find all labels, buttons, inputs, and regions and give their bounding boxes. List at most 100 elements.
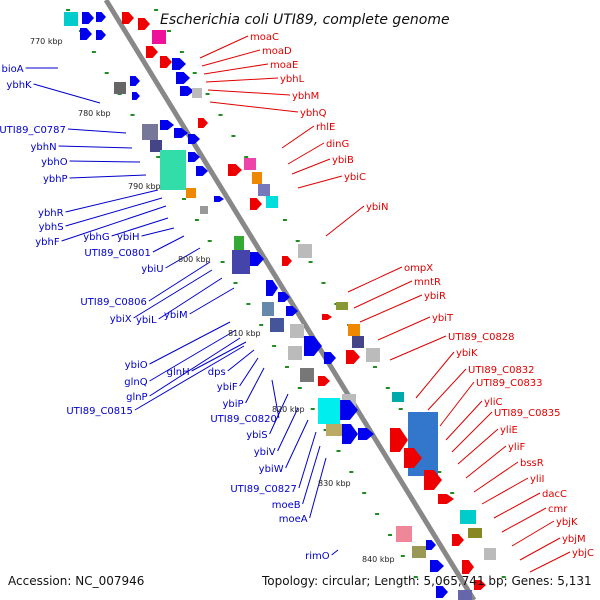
left-gene-label[interactable]: dps (208, 367, 226, 378)
left-gene-label[interactable]: ybhP (43, 174, 68, 185)
right-gene-label[interactable]: ybiC (344, 172, 366, 183)
right-gene-label[interactable]: ybiR (424, 291, 446, 302)
track-dot (336, 450, 341, 452)
gene-block (318, 398, 340, 424)
left-gene-label[interactable]: ybiO (125, 360, 148, 371)
left-gene-label[interactable]: ybhF (35, 237, 60, 248)
right-gene-label[interactable]: ybhM (292, 91, 319, 102)
gene-labels: bioA ybhK UTI89_C0787 ybhN ybhO ybhP ybhR ybhS y… (0, 32, 594, 562)
track-dot (192, 72, 197, 74)
leader-line (529, 551, 571, 573)
gene-arrow (426, 540, 436, 550)
kbp-tick-label: 800 kbp (178, 255, 211, 264)
gene-arrow (322, 314, 332, 320)
right-gene-label[interactable]: mntR (414, 277, 441, 288)
left-gene-label[interactable]: ybiU (141, 264, 163, 275)
left-gene-label[interactable]: ybhO (41, 157, 68, 168)
right-gene-label[interactable]: bssR (520, 458, 544, 469)
right-gene-label[interactable]: ybiK (456, 348, 478, 359)
left-gene-label[interactable]: moeA (279, 514, 308, 525)
track-dot (156, 156, 161, 158)
kbp-tick-label: 840 kbp (362, 555, 395, 564)
right-gene-label[interactable]: UTI89_C0832 (468, 365, 535, 376)
left-gene-label[interactable]: glnQ (124, 377, 147, 388)
gene-arrow (228, 164, 242, 176)
left-gene-label[interactable]: ybiF (217, 382, 238, 393)
gene-arrow (424, 470, 442, 490)
right-gene-label[interactable]: moaD (262, 46, 292, 57)
leader-line (191, 341, 247, 372)
genome-backbone (103, 0, 477, 600)
leader-line (439, 381, 475, 427)
leader-line (473, 461, 519, 493)
gene-arrow (176, 72, 190, 84)
gene-arrow (286, 306, 298, 316)
left-gene-label[interactable]: ybhS (39, 222, 64, 233)
leader-line (65, 189, 159, 213)
left-gene-label[interactable]: ybiW (259, 464, 284, 475)
track-dot (321, 282, 326, 284)
right-gene-label[interactable]: moaC (250, 32, 279, 43)
label-leader-lines (25, 35, 571, 573)
right-gene-label[interactable]: rhlE (316, 122, 335, 133)
left-gene-label[interactable]: ybhG (83, 232, 109, 243)
right-gene-label[interactable]: moaE (270, 60, 298, 71)
right-gene-label[interactable]: cmr (548, 504, 568, 515)
right-gene-label[interactable]: ybjC (572, 548, 594, 559)
track-dot (413, 576, 418, 578)
leader-line (33, 83, 101, 104)
left-gene-label[interactable]: ybiL (136, 315, 157, 326)
gene-block (298, 244, 312, 258)
right-gene-label[interactable]: ompX (404, 263, 433, 274)
gene-arrow (318, 376, 330, 386)
left-gene-label[interactable]: ybiH (117, 232, 140, 243)
left-gene-label[interactable]: ybiV (254, 447, 276, 458)
left-gene-label[interactable]: ybiP (223, 399, 244, 410)
right-gene-label[interactable]: UTI89_C0835 (494, 408, 561, 419)
left-gene-label[interactable]: ybhN (31, 142, 57, 153)
right-gene-label[interactable]: ybhL (280, 74, 305, 85)
left-gene-label[interactable]: ybhR (38, 208, 64, 219)
left-gene-label[interactable]: moeB (272, 500, 301, 511)
leader-line (298, 431, 317, 489)
right-gene-label[interactable]: ybjK (556, 517, 578, 528)
right-gene-label[interactable]: yliC (484, 397, 502, 408)
gene-block (348, 324, 360, 336)
right-gene-label[interactable]: ybiN (366, 202, 389, 213)
gene-arrow (438, 494, 454, 504)
right-gene-label[interactable]: yliE (500, 425, 518, 436)
leader-line (69, 160, 141, 163)
left-gene-label[interactable]: ybiS (246, 430, 267, 441)
left-gene-label[interactable]: UTI89_C0815 (66, 406, 133, 417)
right-gene-label[interactable]: UTI89_C0833 (476, 378, 543, 389)
left-gene-label[interactable]: UTI89_C0787 (0, 125, 66, 136)
left-gene-label[interactable]: ybiX (110, 314, 132, 325)
track-dot (373, 366, 377, 368)
left-gene-label[interactable]: UTI89_C0820 (210, 414, 277, 425)
right-gene-label[interactable]: dinG (326, 139, 349, 150)
right-gene-label[interactable]: dacC (542, 489, 567, 500)
left-gene-label[interactable]: UTI89_C0806 (80, 297, 147, 308)
left-gene-label[interactable]: glnP (126, 392, 148, 403)
gene-block (396, 526, 412, 542)
left-gene-label[interactable]: glnH (167, 367, 190, 378)
left-gene-label[interactable]: UTI89_C0827 (230, 484, 297, 495)
left-gene-label[interactable]: rimO (305, 551, 330, 562)
gene-arrow (452, 534, 464, 546)
right-gene-label[interactable]: ybiB (332, 155, 354, 166)
right-gene-label[interactable]: ybiT (432, 313, 454, 324)
gene-arrow (160, 56, 172, 68)
left-gene-label[interactable]: ybiM (164, 310, 188, 321)
leader-line (389, 335, 447, 361)
left-gene-label[interactable]: ybhK (6, 80, 32, 91)
gene-arrow (160, 120, 174, 130)
right-gene-label[interactable]: yliI (530, 474, 544, 485)
right-gene-label[interactable]: ybjM (562, 534, 586, 545)
left-gene-label[interactable]: UTI89_C0801 (84, 248, 151, 259)
right-gene-label[interactable]: yliF (508, 442, 525, 453)
left-gene-label[interactable]: bioA (2, 64, 24, 75)
leader-line (199, 35, 249, 59)
right-gene-label[interactable]: UTI89_C0828 (448, 332, 515, 343)
gene-block (64, 12, 78, 26)
right-gene-label[interactable]: ybhQ (300, 108, 327, 119)
